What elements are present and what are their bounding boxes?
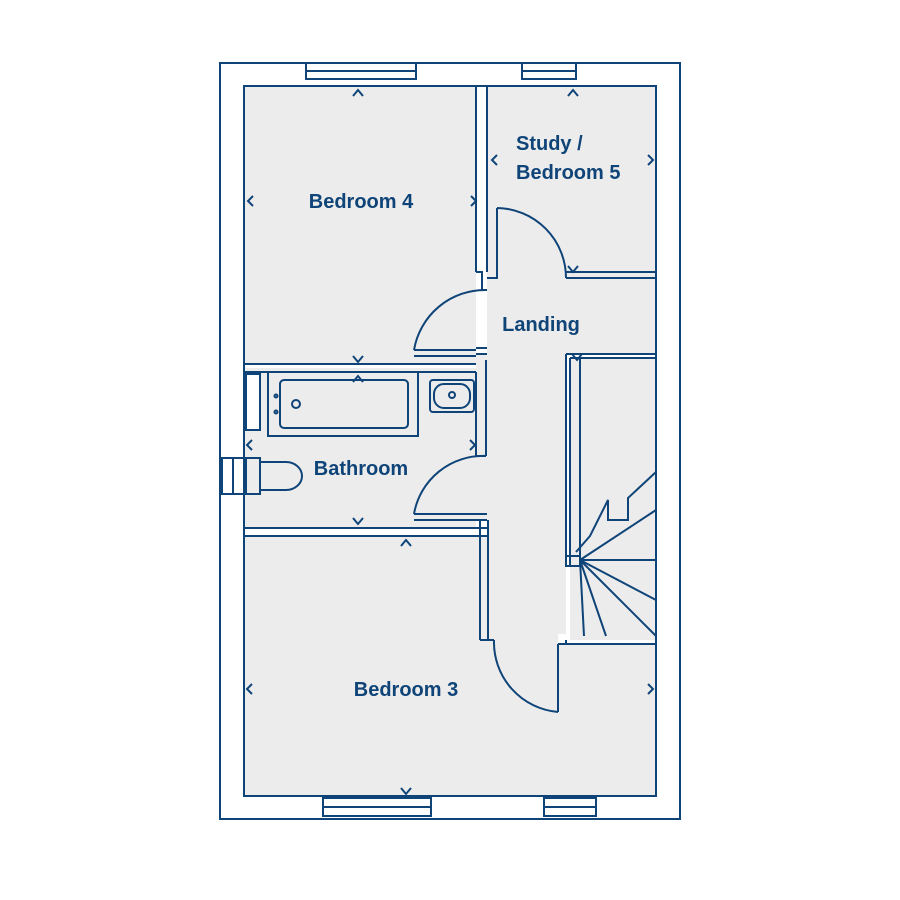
bathroom-door — [413, 454, 487, 515]
bathroom-fittings — [245, 371, 475, 495]
marker-bed3-top — [400, 538, 412, 547]
stair-string-top — [575, 471, 657, 553]
bath-panel-icon — [245, 373, 261, 431]
marker-bath-right — [469, 439, 477, 451]
bedroom-3-door — [492, 639, 559, 713]
marker-bed4-left — [246, 195, 254, 207]
stair-newel — [565, 555, 581, 567]
label-study-line2: Bedroom 5 — [516, 162, 620, 184]
marker-bed3-right — [647, 683, 655, 695]
bedroom-3-floor-right — [558, 644, 656, 796]
bath-tap-icon-2 — [273, 409, 279, 415]
label-study-line1: Study / — [516, 133, 583, 155]
wall-study-bottom — [566, 271, 656, 279]
marker-study-right — [647, 154, 655, 166]
label-landing: Landing — [502, 314, 580, 336]
toilet-cistern-icon — [245, 457, 261, 495]
marker-bed4-bottom — [352, 355, 364, 364]
marker-landing — [571, 353, 583, 362]
windows — [221, 62, 597, 817]
stair-tread-3 — [579, 559, 607, 637]
wall-bed4-door — [476, 347, 487, 355]
stair-tread-2 — [579, 559, 657, 637]
wall-bed3-right — [479, 520, 494, 641]
marker-study-top — [567, 88, 579, 97]
wall-bed4-landing — [414, 349, 476, 357]
wall-bath-door — [414, 513, 487, 521]
bath-icon — [279, 379, 409, 429]
marker-study-left — [490, 154, 498, 166]
study-door — [496, 207, 567, 279]
doors — [413, 207, 567, 713]
bath-tap-icon — [273, 393, 279, 399]
marker-study-bottom — [567, 265, 579, 274]
wall-bath-bottom — [244, 527, 487, 537]
bedroom-4-floor — [244, 86, 476, 364]
stairs-floor — [570, 358, 656, 640]
marker-bed4-top — [352, 88, 364, 97]
study-floor — [487, 86, 656, 272]
stair-tread-6 — [579, 509, 657, 561]
stair-tread-4 — [579, 559, 585, 637]
bedroom-4-door — [413, 288, 487, 351]
toilet-bowl-icon — [259, 461, 303, 491]
label-bathroom: Bathroom — [314, 458, 408, 480]
staircase — [565, 471, 657, 637]
inner-outline — [243, 85, 657, 797]
basin-plug-icon — [448, 391, 456, 399]
marker-bed3-bottom — [400, 787, 412, 796]
label-bedroom-4: Bedroom 4 — [309, 191, 414, 213]
stair-tread-5 — [579, 559, 657, 601]
label-bedroom-3: Bedroom 3 — [354, 679, 458, 701]
bath-plug-icon — [291, 399, 301, 409]
marker-bath-bottom — [352, 517, 364, 526]
dimension-markers — [245, 88, 655, 796]
room-labels: Bedroom 4 Study / Bedroom 5 Landing Bath… — [309, 133, 621, 701]
wall-study-door-jamb — [487, 208, 498, 279]
marker-bath-left — [245, 439, 253, 451]
marker-bath-top — [352, 374, 364, 383]
wall-bed3-stairs — [557, 640, 656, 712]
marker-bed3-left — [245, 683, 253, 695]
wall-stairs-left — [565, 353, 656, 566]
marker-bed4-right — [470, 195, 478, 207]
